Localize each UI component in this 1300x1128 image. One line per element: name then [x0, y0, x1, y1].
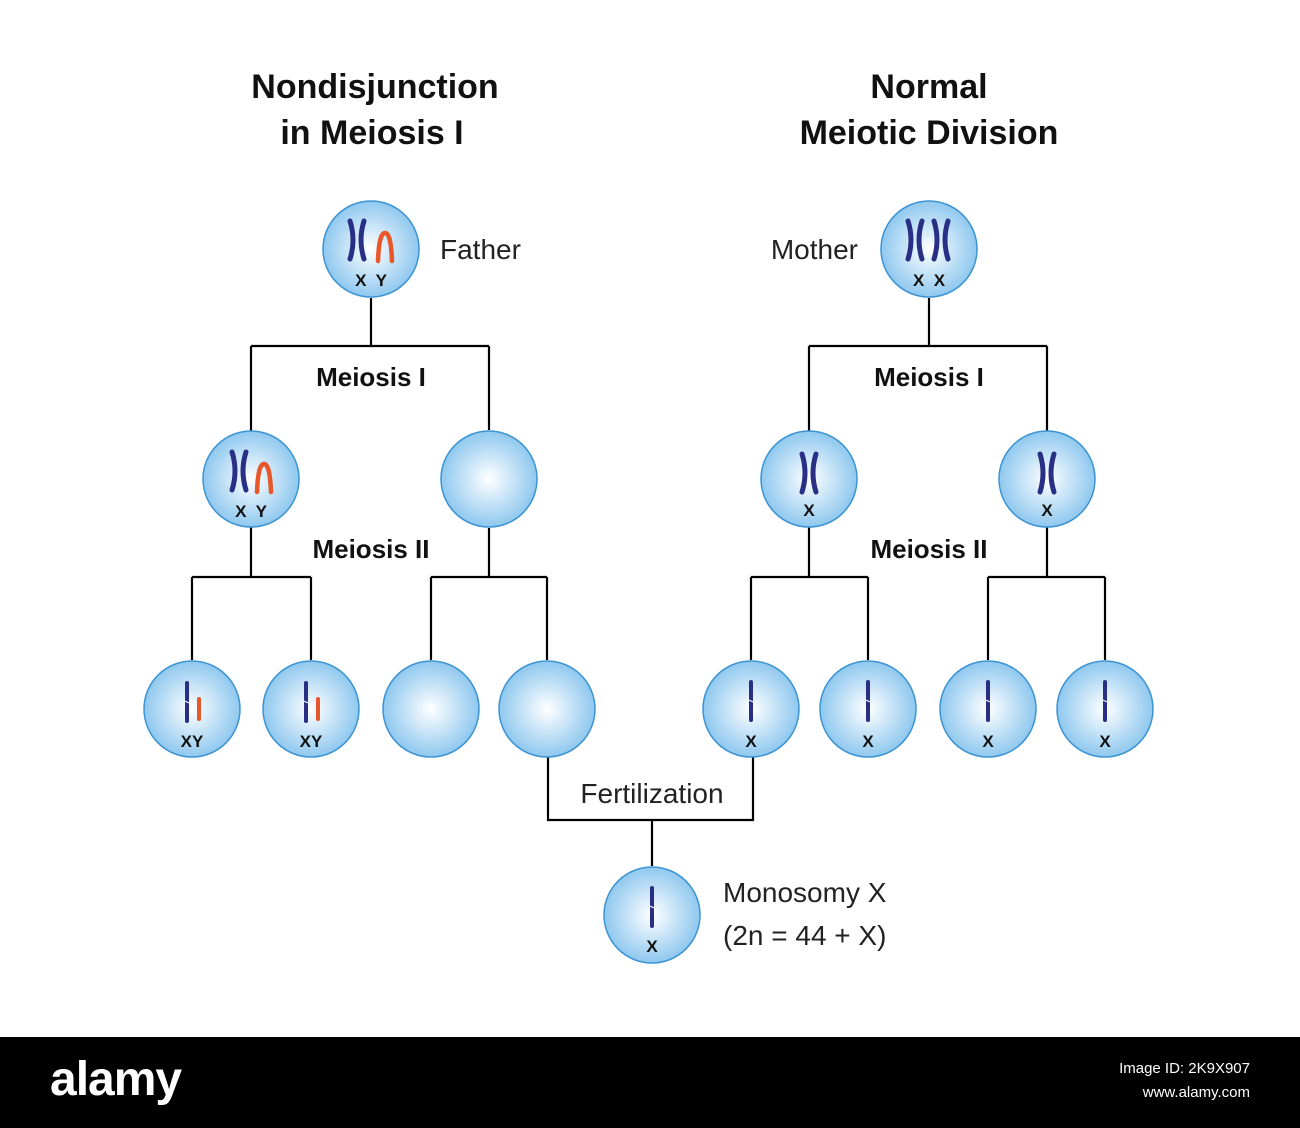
right-title-line2: Meiotic Division: [800, 114, 1059, 152]
mother-chromosome-labels: X X: [913, 271, 946, 290]
mother-meiosis1-cell-1-labels: X: [803, 501, 815, 520]
father-gamete-3: [382, 660, 480, 758]
father-meiosis1-cell-2: [440, 430, 538, 528]
left-title-line2: in Meiosis I: [280, 114, 463, 152]
mother-gamete-3-labels: X: [982, 732, 994, 751]
mother-gamete-1: X: [702, 660, 800, 758]
mother-gamete-2-labels: X: [862, 732, 874, 751]
stock-logo: alamy: [50, 1053, 182, 1106]
stock-site: www.alamy.com: [1142, 1084, 1250, 1101]
mother-label: Mother: [771, 234, 858, 265]
connector-lines: [190, 298, 1107, 866]
mother-meiosis1-cell-2: X: [998, 430, 1096, 528]
father-gamete-4: [498, 660, 596, 758]
father-chromosome-labels: X Y: [355, 271, 387, 290]
father-meiosis1-cell-1: X Y: [202, 430, 300, 528]
father-gamete-2-labels: XY: [300, 732, 323, 751]
mother-gamete-1-labels: X: [745, 732, 757, 751]
father-cell: X Y: [322, 200, 420, 298]
right-title-line1: Normal: [870, 68, 987, 106]
diagram: Nondisjunction in Meiosis I Normal Meiot…: [143, 68, 1154, 964]
father-gamete-1: XY: [143, 660, 241, 758]
mother-gamete-2: X: [819, 660, 917, 758]
mother-meiosis2-label: Meiosis II: [870, 534, 987, 564]
mother-meiosis1-label: Meiosis I: [874, 362, 984, 392]
mother-gamete-3: X: [939, 660, 1037, 758]
mother-gamete-4-labels: X: [1099, 732, 1111, 751]
father-meiosis1-cell-1-labels: X Y: [235, 502, 267, 521]
father-gamete-2: XY: [262, 660, 360, 758]
stock-image-id: Image ID: 2K9X907: [1119, 1060, 1250, 1077]
mother-meiosis1-cell-2-labels: X: [1041, 501, 1053, 520]
zygote-label-line2: (2n = 44 + X): [723, 920, 886, 951]
zygote-label-line1: Monosomy X: [723, 877, 887, 908]
zygote-cell: X: [603, 866, 701, 964]
father-meiosis1-label: Meiosis I: [316, 362, 426, 392]
father-label: Father: [440, 234, 521, 265]
father-meiosis2-label: Meiosis II: [312, 534, 429, 564]
mother-cell: X X: [880, 200, 978, 298]
stock-image-info: Image ID: 2K9X907 www.alamy.com: [1119, 1057, 1250, 1105]
zygote-chromosome-labels: X: [646, 937, 658, 956]
stock-watermark-bar: [0, 1037, 1300, 1128]
father-gamete-1-labels: XY: [181, 732, 204, 751]
mother-gamete-4: X: [1056, 660, 1154, 758]
mother-meiosis1-cell-1: X: [760, 430, 858, 528]
fertilization-label: Fertilization: [580, 778, 723, 809]
left-title-line1: Nondisjunction: [251, 68, 498, 106]
